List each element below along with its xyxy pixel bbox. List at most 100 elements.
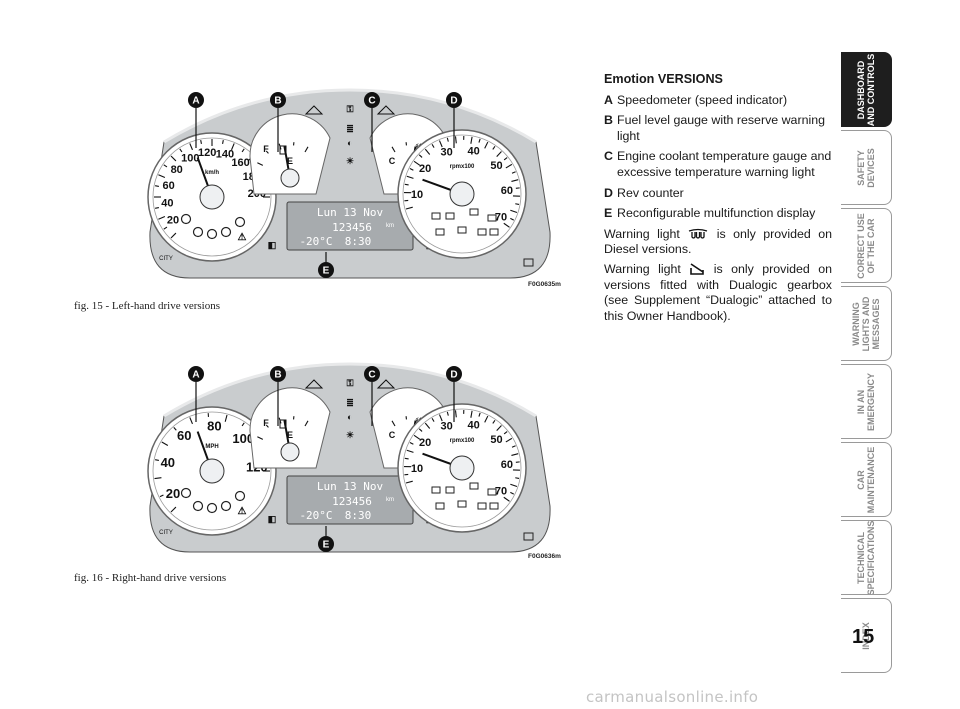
gauge-tick [431,144,435,148]
gauge-tick [155,185,159,187]
tab-safety-devices[interactable]: SAFETY DEVICES [841,130,892,205]
gauge-tick [503,496,510,502]
display-odometer-unit: km [386,223,394,229]
tab-label: CAR MAINTENANCE [856,446,876,513]
note-text: is only provided on Diesel versions. [604,226,832,257]
warning-lamp-icon [431,212,441,220]
speedometer-unit: MPH [205,444,218,450]
needle-hub [449,181,475,207]
speedometer-scale-label: 160 [231,157,249,169]
tab-label: DASHBOARD AND CONTROLS [856,53,876,126]
figure-code: F0G0635m [528,281,561,288]
fuel-full-label: F [263,144,269,154]
callout-marker [446,92,462,108]
figure-left-hand-drive: 20406080100120140160180200km/h⚠CITYFECH♨… [140,82,560,282]
dualogic-note: Warning light is only provided on versio… [604,262,832,324]
display-clock: 8:30 [345,509,372,522]
gauge-tick [404,183,409,186]
gauge-tick [409,442,414,445]
warning-lamp-icon [192,500,204,512]
gauge-tick [200,140,202,144]
note-text: Warning light [604,261,681,276]
callout-marker [270,92,286,108]
tab-warning-lights[interactable]: WARNING LIGHTS AND MESSAGES [841,286,892,361]
item-letter: A [604,92,613,107]
display-outside-temp: -20°C [299,509,332,522]
gauge-tick [454,136,457,144]
rev-counter-ring [402,408,522,528]
warning-lamp-icon [477,228,487,236]
gauge-tick [189,143,193,151]
tab-label: IN AN EMERGENCY [856,372,876,431]
page-number: 15 [852,626,875,648]
low-beam-icon: ◐ [347,138,352,148]
warning-lamp-icon [234,490,246,502]
gauge-tick [224,414,228,422]
temp-cold-label: C [389,430,396,440]
item-letter: D [604,185,613,200]
watermark: carmanualsonline.info [586,688,759,706]
display-date: Lun 13 Nov [317,480,384,493]
gauge-tick [511,171,516,174]
rear-fog-icon: ◧ [268,240,277,250]
gauge-tick [438,414,443,422]
speedometer-scale-label: 60 [177,428,191,443]
section-text: Emotion VERSIONS A Speedometer (speed in… [604,72,832,328]
instrument-cluster-illustration: 20406080100120MPH⚠CITYFECH♨⚿≣◐☀Lun 13 No… [147,362,551,553]
gauge-tick [505,437,513,443]
warning-lamp-icon [489,502,499,510]
callout-marker [446,366,462,382]
gauge-tick [158,216,166,220]
tab-index[interactable]: INDEX [841,598,892,673]
speedometer-scale-label: 80 [171,164,183,176]
tab-dashboard-and-controls[interactable]: DASHBOARD AND CONTROLS [841,52,892,127]
list-item: C Engine coolant temperature gauge and e… [604,149,832,180]
warning-lamp-icon [487,488,497,496]
dualogic-gearbox-icon [690,263,705,275]
tab-technical-specifications[interactable]: TECHNICAL SPECIFICATIONS [841,520,892,595]
callout-letter: C [368,96,375,107]
gauge-tick [446,137,449,142]
item-text: Engine coolant temperature gauge and exc… [617,149,832,179]
gauge-tick [257,436,264,440]
gauge-tick [503,157,508,161]
section-title: Emotion VERSIONS [604,72,723,86]
callout-letter: C [368,370,375,381]
display-odometer: 123456 [332,495,372,508]
warning-lamp-icon [477,502,487,510]
gauge-tick [492,419,496,424]
list-item: D Rev counter [604,186,832,202]
gauge-tick [231,143,235,151]
figure-code: F0G0636m [528,553,561,560]
turn-right-icon [376,379,396,389]
rev-counter-scale-label: 40 [468,419,480,431]
gauge-tick [418,428,423,432]
cluster-group: 20406080100120MPH⚠CITYFECH♨⚿≣◐☀Lun 13 No… [147,362,551,553]
display-odometer: 123456 [332,221,372,234]
gauge-tick [505,163,513,169]
tab-correct-use[interactable]: CORRECT USE OF THE CAR [841,208,892,283]
display-odometer-unit: km [386,497,394,503]
gauge-tick [241,148,245,153]
list-item: E Reconfigurable multifunction display [604,206,832,222]
parking-light-icon: ☀ [346,430,354,440]
gauge-tick [173,427,177,431]
callout-marker [364,92,380,108]
tab-in-an-emergency[interactable]: IN AN EMERGENCY [841,364,892,439]
fuel-gauge-dial [249,387,331,469]
callout-marker [364,366,380,382]
display-clock: 8:30 [345,235,372,248]
needle-hub [280,442,300,462]
figure-right-hand-drive: 20406080100120MPH⚠CITYFECH♨⚿≣◐☀Lun 13 No… [140,356,560,556]
item-letter: C [604,149,613,164]
list-item: A Speedometer (speed indicator) [604,93,832,109]
warning-lamp-icon [435,228,445,236]
warning-lamp-icon [206,228,218,240]
gauge-tick [163,164,168,168]
needle-hub [199,458,225,484]
rev-counter-scale-label: 50 [490,160,502,172]
gauge-tick [431,418,435,422]
callout-letter: D [450,96,457,107]
callout-marker [188,92,204,108]
tab-car-maintenance[interactable]: CAR MAINTENANCE [841,442,892,517]
